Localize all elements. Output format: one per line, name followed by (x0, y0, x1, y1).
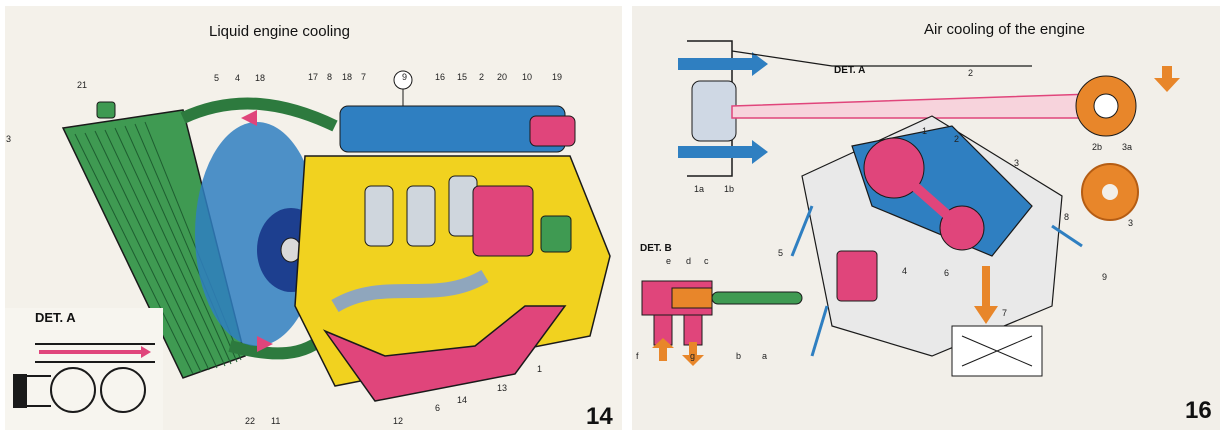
detail-a-inset (5, 308, 163, 430)
liquid-cooling-page: Liquid engine cooling DET. A 14 21 5 4 1… (5, 6, 622, 430)
upper-hose (180, 97, 338, 132)
callout-label: 3 (1014, 158, 1020, 168)
callout-label: 1 (922, 126, 928, 136)
detail-b-valve (641, 280, 803, 366)
page-title: Air cooling of the engine (924, 21, 1085, 38)
callout-label: 19 (552, 72, 563, 82)
callout-label: c (704, 256, 709, 266)
callout-label: 22 (245, 416, 256, 426)
callout-label: b (736, 351, 742, 361)
callout-label: 17 (308, 72, 319, 82)
valve-rod (711, 291, 803, 305)
crankshaft (331, 269, 489, 313)
drive-shaft (731, 93, 1093, 119)
callout-label: 13 (497, 383, 508, 393)
air-cooled-engine (790, 115, 1083, 377)
detail-a-label: DET. A (35, 310, 76, 325)
callout-label: 18 (255, 73, 266, 83)
callout-label: 15 (457, 72, 468, 82)
page-title: Liquid engine cooling (209, 23, 350, 40)
page-number: 14 (586, 403, 613, 430)
injection-pump (472, 185, 534, 257)
detail-b-label: DET. B (640, 243, 672, 254)
callout-label: 4 (902, 266, 908, 276)
callout-label: 6 (435, 403, 441, 413)
liquid-cooling-illustration (5, 70, 611, 430)
callout-label: 9 (1102, 272, 1108, 282)
callout-label: 4 (235, 73, 241, 83)
callout-label: 5 (778, 248, 784, 258)
page-number: 16 (1185, 397, 1212, 424)
callout-label: f (636, 351, 639, 361)
detail-a-label: DET. A (834, 65, 866, 76)
callout-label: 6 (944, 268, 950, 278)
callout-label: 2 (968, 68, 974, 78)
oil-pan (322, 305, 567, 402)
callout-label: a (762, 351, 768, 361)
coolant-flow-arrows (241, 110, 273, 352)
air-cooling-illustration (641, 40, 1180, 377)
callout-label: 8 (327, 72, 333, 82)
callout-label: 2 (479, 72, 485, 82)
callout-label: 14 (457, 395, 468, 405)
callout-label: 1 (537, 364, 543, 374)
callout-label: 1a (694, 184, 705, 194)
ring-disc (1081, 163, 1139, 221)
callout-label: 9 (402, 72, 408, 82)
callout-label: d (686, 256, 692, 266)
callout-label: 12 (393, 416, 404, 426)
callout-label: 7 (1002, 308, 1008, 318)
callout-label: 3 (6, 134, 12, 144)
callout-label: 8 (1064, 212, 1070, 222)
callout-label: 21 (77, 80, 88, 90)
callout-label: 11 (271, 416, 281, 426)
callout-label: g (690, 351, 696, 361)
callout-label: 3 (1128, 218, 1134, 228)
callout-label: 20 (497, 72, 508, 82)
callout-label: 3a (1122, 142, 1133, 152)
detail-a-blower (678, 40, 1180, 177)
callout-label: 16 (435, 72, 446, 82)
radiator-cap (96, 101, 116, 119)
callout-label: 2 (954, 134, 960, 144)
callout-label: 10 (522, 72, 533, 82)
air-cooling-page: Air cooling of the engine DET. A DET. B … (632, 6, 1220, 430)
callout-label: 1b (724, 184, 735, 194)
callout-label: e (666, 256, 672, 266)
callout-label: 7 (361, 72, 367, 82)
pistons (364, 175, 478, 247)
callout-label: 5 (214, 73, 220, 83)
callout-label: 18 (342, 72, 353, 82)
callout-label: 2b (1092, 142, 1103, 152)
